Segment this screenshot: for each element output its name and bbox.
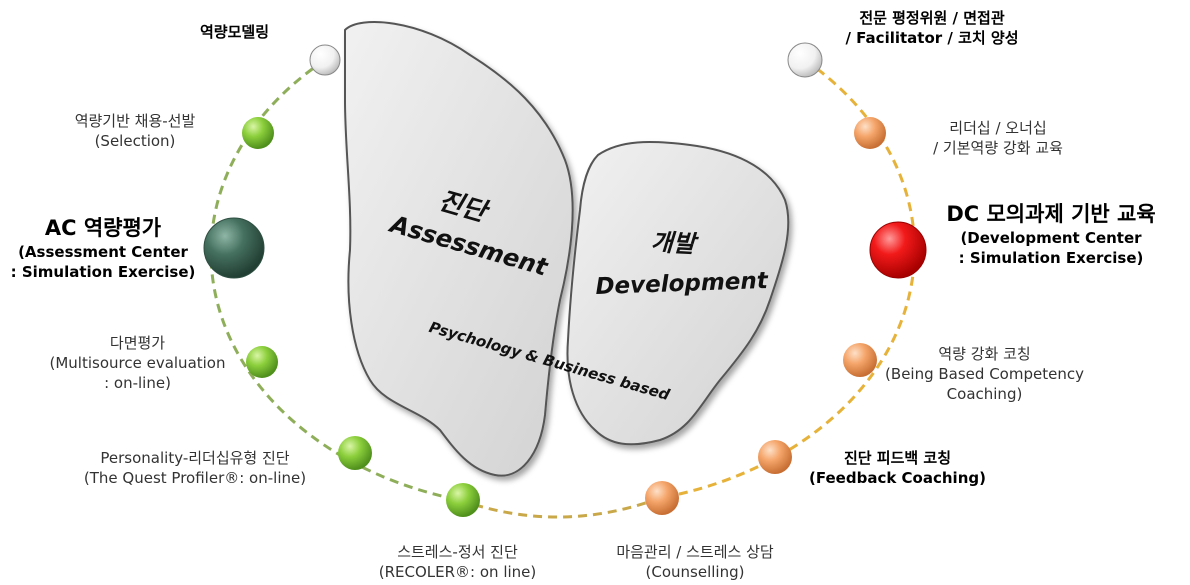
label-dc: DC 모의과제 기반 교육 (Development Center : Simu…: [946, 202, 1156, 267]
node-coaching: [843, 343, 877, 377]
node-selection: [242, 117, 274, 149]
node-facilitator: [787, 42, 823, 78]
label-stress: 스트레스-정서 진단 (RECOLER®: on line): [378, 543, 537, 581]
label-personality: Personality-리더십유형 진단 (The Quest Profiler…: [83, 449, 307, 487]
label-multisource: 다면평가 (Multisource evaluation : on-line): [49, 334, 226, 392]
node-stress: [446, 483, 480, 517]
right-wing: [566, 141, 790, 446]
label-leadership: 리더십 / 오너십 / 기본역량 강화 교육: [933, 119, 1063, 157]
label-feedback: 진단 피드백 코칭 (Feedback Coaching): [809, 449, 986, 487]
node-leadership: [854, 117, 886, 149]
node-counselling: [645, 481, 679, 515]
node-feedback: [758, 440, 792, 474]
node-dc: [869, 221, 927, 279]
right-wing-title-ko: 개발: [650, 227, 696, 259]
label-modeling: 역량모델링: [200, 23, 270, 41]
label-counselling: 마음관리 / 스트레스 상담 (Counselling): [616, 543, 774, 581]
label-coaching: 역량 강화 코칭 (Being Based Competency Coachin…: [885, 345, 1084, 403]
ring-bottom-arc: [459, 496, 661, 519]
node-multisource: [246, 346, 278, 378]
node-personality: [338, 436, 372, 470]
node-ac: [203, 217, 265, 279]
label-facilitator: 전문 평정위원 / 면접관 / Facilitator / 코치 양성: [845, 9, 1019, 47]
label-selection: 역량기반 채용-선발 (Selection): [74, 112, 196, 150]
left-wing: [344, 21, 574, 477]
label-ac: AC 역량평가 (Assessment Center : Simulation …: [10, 216, 196, 281]
node-modeling: [309, 44, 341, 76]
